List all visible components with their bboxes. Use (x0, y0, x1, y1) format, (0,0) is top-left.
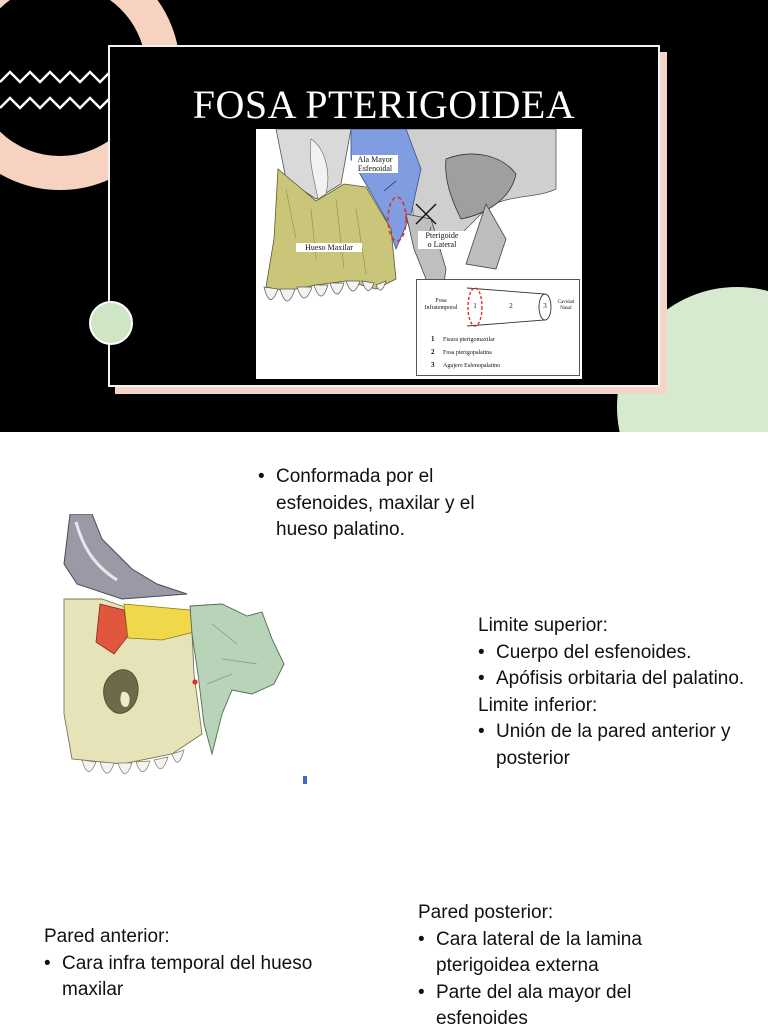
pterygoid-fossa-figure: Ala Mayor Esfenoidal Hueso Maxilar Pteri… (256, 129, 582, 379)
diagram-marker-2: 2 (509, 302, 513, 310)
limite-superior-heading: Limite superior: (478, 615, 608, 636)
diagram-marker-1: 1 (473, 302, 477, 310)
pared-posterior-list: Pared posterior: Cara lateral de la lami… (418, 900, 688, 1033)
pared-posterior-heading: Pared posterior: (418, 902, 554, 923)
label-ala-mayor: Ala Mayor Esfenoidal (352, 155, 398, 173)
pared-anterior-list: Pared anterior: Cara infra temporal del … (44, 924, 344, 1004)
limite-superior-item: Cuerpo del esfenoides. (478, 640, 748, 667)
pared-anterior-heading: Pared anterior: (44, 926, 170, 947)
pared-anterior-item: Cara infra temporal del hueso maxilar (44, 951, 344, 1004)
label-pterigoide: Pterigoide o Lateral (418, 231, 466, 249)
teeth (81, 749, 185, 774)
title-card: FOSA PTERIGOIDEA (108, 45, 660, 387)
fossa-schematic (466, 287, 552, 327)
pared-posterior-item: Cara lateral de la lamina pterigoidea ex… (418, 927, 688, 980)
title-slide: FOSA PTERIGOIDEA (0, 0, 768, 432)
mint-dot-decoration (89, 301, 133, 345)
teeth (263, 280, 387, 302)
content-slide: Conformada por el esfenoides, maxilar y … (0, 432, 768, 1029)
limits-list: Limite superior: Cuerpo del esfenoides. … (478, 613, 748, 772)
slide-title: FOSA PTERIGOIDEA (192, 82, 576, 127)
pared-posterior-item: Parte del ala mayor del esfenoides (418, 980, 688, 1033)
zigzag-decoration (0, 70, 110, 110)
diagram-marker-3: 3 (543, 302, 547, 310)
label-hueso-maxilar: Hueso Maxilar (296, 243, 362, 252)
diagram-left-label: Fosa Infratemporal (424, 298, 458, 311)
composition-list: Conformada por el esfenoides, maxilar y … (258, 464, 518, 544)
limite-inferior-item: Unión de la pared anterior y posterior (478, 719, 748, 772)
fossa-diagram-legend: Fosa Infratemporal Cavidad Nasal 1 2 3 1… (416, 279, 580, 376)
limite-inferior-heading: Limite inferior: (478, 694, 598, 716)
limite-superior-item: Apófisis orbitaria del palatino. (478, 666, 748, 693)
skull-anterior-lateral-illustration (63, 514, 307, 784)
composition-bullet: Conformada por el esfenoides, maxilar y … (258, 464, 518, 544)
diagram-right-label: Cavidad Nasal (557, 300, 575, 311)
